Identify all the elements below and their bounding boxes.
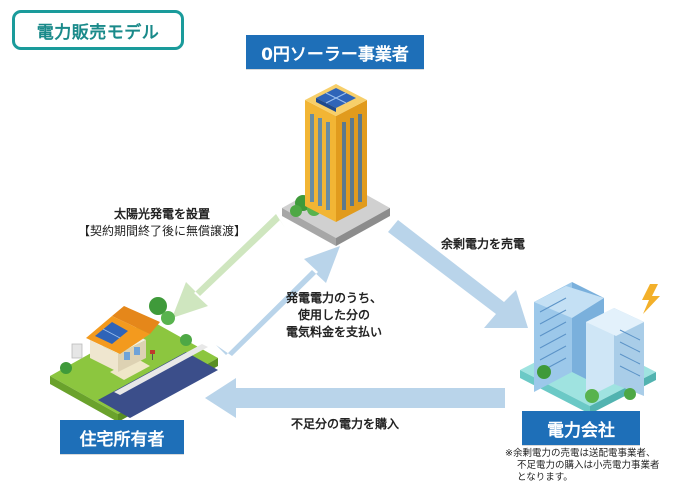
lightning-icon [642,284,660,314]
footnote-line3: となります。 [517,472,573,483]
sell-surplus-flow-label: 余剰電力を売電 [441,237,526,251]
install-flow-label: 太陽光発電を設置 【契約期間終了後に無償譲渡】 [72,206,252,240]
install-flow-line1: 太陽光発電を設置 [113,207,210,221]
power-company-label: 電力会社 [522,411,640,445]
buy-shortfall-flow-label: 不足分の電力を購入 [291,417,400,431]
arrow-buy-shortfall-shape [205,378,505,418]
footnote-line2: 不足電力の購入は小売電力事業者 [517,460,660,471]
pay-usage-flow-line2: 使用した分の [297,308,370,322]
homeowner-label: 住宅所有者 [60,420,184,454]
footnote-line1: ※余剰電力の売電は送配電事業者、 [505,448,656,459]
diagram-title: 電力販売モデル [12,10,184,50]
pay-usage-flow-line3: 電気料金を支払い [285,325,382,339]
arrow-sell-surplus-shape [388,220,528,328]
install-flow-line2: 【契約期間終了後に無償譲渡】 [77,224,246,238]
arrow-pay-usage-shape [216,246,340,356]
arrow-install-shape [172,214,285,318]
solar-company-label: 0円ソーラー事業者 [246,35,424,69]
footnote: ※余剰電力の売電は送配電事業者、 不足電力の購入は小売電力事業者 となります。 [505,448,660,484]
pay-usage-flow-label: 発電電力のうち、 使用した分の 電気料金を支払い [267,290,401,341]
pay-usage-flow-line1: 発電電力のうち、 [285,291,382,305]
